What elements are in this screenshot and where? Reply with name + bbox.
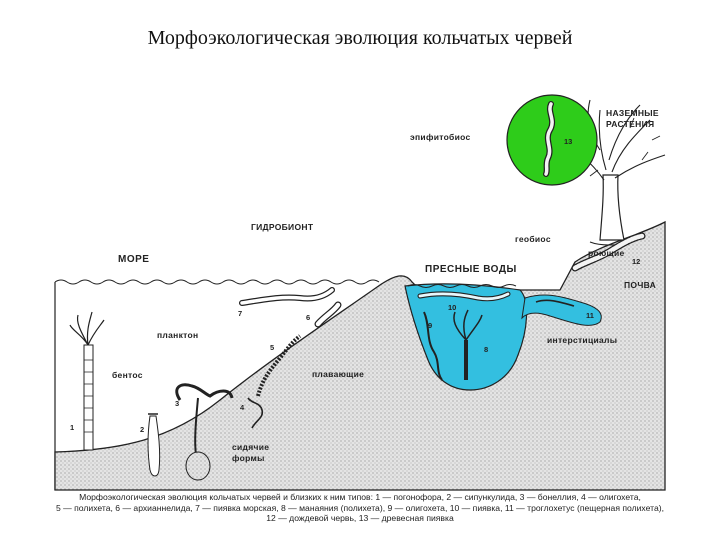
- interstitial-channel: [521, 294, 602, 326]
- number-13: 13: [564, 137, 572, 146]
- number-9: 9: [428, 321, 432, 330]
- figure-caption: Морфоэкологическая эволюция кольчатых че…: [8, 492, 712, 524]
- label-land-plants-1: НАЗЕМНЫЕ: [606, 108, 659, 118]
- number-4: 4: [240, 403, 245, 412]
- label-soil: ПОЧВА: [624, 280, 656, 290]
- label-sea: МОРЕ: [118, 254, 149, 265]
- number-5: 5: [270, 343, 274, 352]
- page-title: Морфоэкологическая эволюция кольчатых че…: [147, 27, 573, 49]
- label-sessile-1: сидячие: [232, 442, 269, 452]
- number-10: 10: [448, 303, 456, 312]
- pogonophora-1: [69, 311, 105, 451]
- number-11: 11: [586, 311, 594, 320]
- fresh-water-surface: [407, 284, 517, 288]
- label-swimming: плавающие: [312, 369, 364, 379]
- label-plankton: планктон: [157, 330, 198, 340]
- caption-line-2: 5 — полихета, 6 — архианнелида, 7 — пияв…: [55, 502, 664, 513]
- label-burrowing: роющие: [588, 248, 625, 258]
- number-12: 12: [632, 257, 640, 266]
- number-2: 2: [140, 425, 144, 434]
- bonellia-3: [175, 383, 234, 481]
- label-geobios: геобиос: [515, 234, 551, 244]
- caption-line-1: Морфоэкологическая эволюция кольчатых че…: [79, 492, 641, 502]
- caption-line-3: 12 — дождевой червь, 13 — древесная пияв…: [266, 513, 454, 523]
- troglochaetus-11: [535, 299, 575, 307]
- label-land-plants-2: РАСТЕНИЯ: [606, 119, 654, 129]
- oligochaete-9: [423, 311, 443, 381]
- number-8: 8: [484, 345, 488, 354]
- label-benthos: бентос: [112, 370, 143, 380]
- oligochaete-4: [247, 397, 264, 429]
- epiphytobios-circle: [506, 94, 598, 186]
- label-epiphytobios: эпифитобиос: [410, 132, 471, 142]
- sea-surface: [54, 279, 380, 285]
- label-fresh-water: ПРЕСНЫЕ ВОДЫ: [425, 264, 517, 275]
- number-6: 6: [306, 313, 310, 322]
- number-1: 1: [70, 423, 74, 432]
- number-7: 7: [238, 309, 242, 318]
- number-3: 3: [175, 399, 179, 408]
- label-hydrobionts: ГИДРОБИОНТ: [251, 222, 314, 232]
- manayunkia-8: [453, 309, 483, 380]
- label-interstitial: интерстициалы: [547, 335, 617, 345]
- label-sessile-2: формы: [232, 453, 265, 463]
- sipunculid-2: [147, 413, 161, 477]
